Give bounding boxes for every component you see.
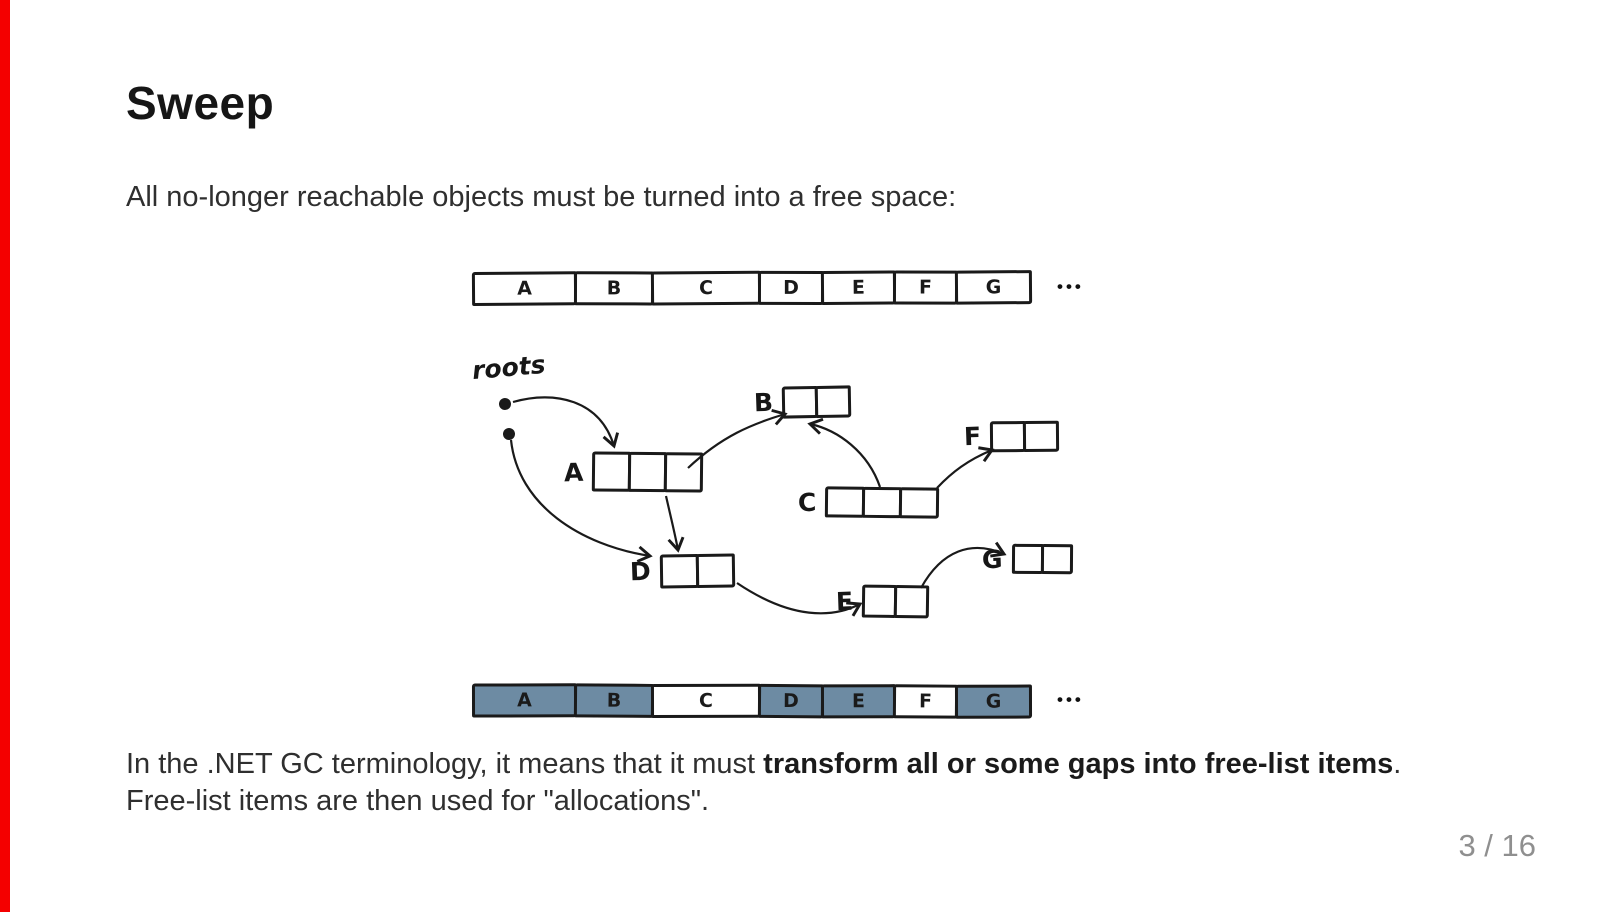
arrow-a-to-d: [664, 495, 685, 553]
heap-before-cell-f: F: [892, 270, 959, 305]
object-b-cell: [814, 385, 852, 419]
heap-after-cell-e: E: [820, 684, 897, 719]
outro-before-bold: In the .NET GC terminology, it means tha…: [126, 748, 764, 780]
root-dot-2: [503, 428, 515, 440]
object-e-cell: [861, 584, 898, 619]
arrow-c-to-b: [807, 417, 882, 488]
object-c: C: [797, 486, 940, 519]
object-b: B: [753, 385, 852, 419]
heap-before-cell-a: A: [471, 271, 578, 307]
object-g-cell: [1011, 543, 1044, 575]
heap-after-cell-d: D: [757, 683, 825, 719]
object-e-label: E: [835, 586, 854, 617]
object-c-label: C: [797, 487, 817, 518]
heap-after-cell-c: C: [650, 683, 762, 719]
outro-text: In the .NET GC terminology, it means tha…: [126, 746, 1436, 820]
arrow-c-to-f: [936, 446, 995, 489]
heap-after-cell-b: B: [573, 683, 655, 718]
object-a-box: [592, 451, 704, 493]
object-e: E: [835, 584, 930, 619]
roots-label: roots: [470, 349, 547, 386]
object-f-cell: [989, 420, 1027, 453]
object-c-cell: [825, 486, 866, 518]
object-a-label: A: [563, 457, 584, 487]
page-title: Sweep: [126, 77, 275, 129]
heap-after-cell-g: G: [954, 684, 1033, 719]
object-d: D: [629, 553, 735, 589]
object-c-cell: [862, 486, 903, 519]
object-a: A: [563, 451, 704, 493]
intro-text: All no-longer reachable objects must be …: [126, 181, 957, 213]
object-a-cell: [592, 451, 632, 492]
object-c-box: [825, 486, 940, 519]
object-e-cell: [893, 584, 930, 619]
object-b-cell: [781, 385, 819, 419]
arrow-root1-to-a: [512, 396, 620, 449]
object-f-label: F: [963, 421, 982, 452]
object-f: F: [963, 420, 1060, 453]
heap-before-bar: A B C D E F G: [471, 270, 1033, 307]
root-dot-1: [499, 398, 511, 410]
object-d-cell: [695, 553, 735, 589]
object-f-box: [989, 420, 1060, 453]
object-g-box: [1011, 543, 1073, 575]
heap-after-bar: A B C D E F G: [471, 683, 1033, 719]
object-g-cell: [1040, 543, 1073, 575]
heap-before-cell-e: E: [820, 270, 897, 306]
heap-before-cell-d: D: [757, 270, 825, 305]
object-a-cell: [664, 452, 704, 493]
object-d-box: [659, 553, 735, 589]
object-d-cell: [659, 553, 700, 589]
outro-after-bold: . Free-list items are then used for "all…: [126, 748, 1402, 817]
heap-before-cell-b: B: [573, 271, 655, 306]
heap-before-cell-g: G: [954, 270, 1033, 305]
object-a-cell: [628, 451, 668, 493]
accent-bar: [0, 0, 10, 912]
heap-after-ellipsis: •••: [1057, 690, 1084, 709]
outro-bold: transform all or some gaps into free-lis…: [763, 748, 1394, 780]
object-b-box: [781, 385, 852, 419]
heap-before-cell-c: C: [650, 270, 762, 306]
object-g: G: [981, 543, 1073, 575]
object-g-label: G: [981, 544, 1004, 574]
object-c-cell: [899, 487, 940, 519]
heap-after-cell-f: F: [892, 684, 959, 719]
heap-after-cell-a: A: [471, 683, 578, 718]
object-f-cell: [1022, 420, 1060, 453]
page-number: 3 / 16: [1458, 828, 1536, 863]
heap-before-ellipsis: •••: [1057, 277, 1084, 296]
object-b-label: B: [753, 387, 774, 417]
object-e-box: [861, 584, 930, 619]
object-d-label: D: [629, 556, 652, 586]
